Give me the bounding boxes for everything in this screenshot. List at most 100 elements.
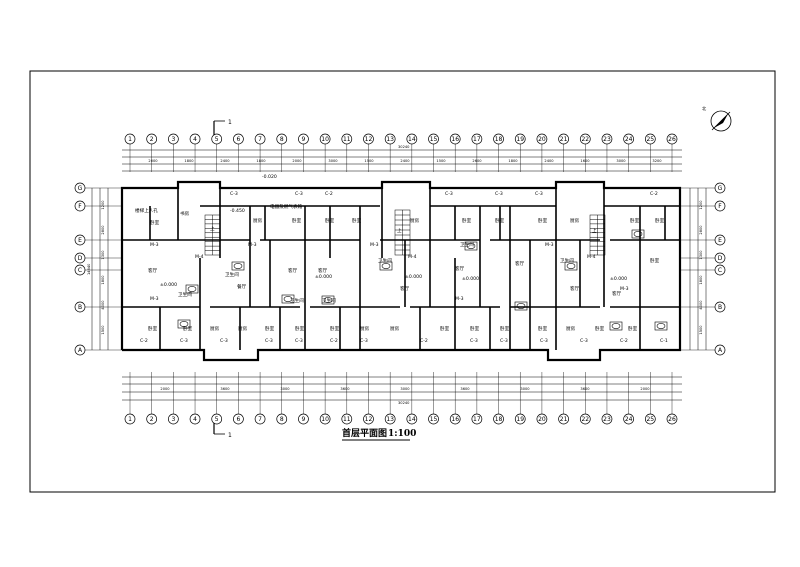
axis-label-right: C <box>718 267 722 274</box>
room-label: 卧室 <box>325 217 335 224</box>
room-label: 卧室 <box>628 325 638 332</box>
axis-bubble-25: 25 <box>644 133 656 172</box>
fixture-icon <box>654 321 668 331</box>
axis-label-bottom: 22 <box>581 416 589 423</box>
axis-bubble-8: 8 <box>276 133 288 172</box>
axis-label-top: 3 <box>171 136 175 143</box>
axis-label-bottom: 9 <box>302 416 306 423</box>
room-label: 客厅 <box>455 265 465 272</box>
axis-bubble-3: 3 <box>168 372 179 425</box>
room-label: M-3 <box>248 242 257 248</box>
room-label: C-3 <box>445 191 453 197</box>
axis-bubble-14: 14 <box>406 133 418 172</box>
room-label: C-3 <box>180 338 188 344</box>
axis-label-top: 22 <box>581 136 589 143</box>
axis-label-bottom: 16 <box>451 416 459 423</box>
room-label: 卧室 <box>150 219 160 226</box>
axis-bubble-16: 16 <box>449 372 461 425</box>
axis-label-top: 7 <box>258 136 262 143</box>
axis-label-bottom: 4 <box>193 416 197 423</box>
room-label: 厨房 <box>410 217 420 224</box>
dimension-top: 2400 <box>400 159 410 163</box>
fixture-icon <box>564 261 578 271</box>
axis-bubble-15: 15 <box>428 372 439 425</box>
axis-bubble-22: 22 <box>579 372 591 425</box>
dimension-top: 1800 <box>184 159 194 163</box>
room-label: M-3 <box>370 242 379 248</box>
axis-label-right: D <box>718 255 723 262</box>
room-label: 卫生间 <box>290 297 304 304</box>
axis-label-top: 10 <box>321 136 329 143</box>
axis-bubble-20: 20 <box>536 133 548 172</box>
axis-label-bottom: 21 <box>560 416 568 423</box>
room-label: 卧室 <box>265 325 275 332</box>
fixture-icon <box>321 295 335 305</box>
fixture-icon <box>281 294 295 304</box>
axis-label-top: 6 <box>236 136 240 143</box>
axis-label-top: 5 <box>215 136 219 143</box>
room-label: 卧室 <box>148 325 158 332</box>
axis-bubble-17: 17 <box>471 133 483 172</box>
dimension-top: 2000 <box>292 159 302 163</box>
axis-label-top: 17 <box>473 136 481 143</box>
room-label: 卧室 <box>630 217 640 224</box>
axis-bubble-13: 13 <box>384 372 396 425</box>
axis-bubble-1: 1 <box>124 372 136 425</box>
fixture-icon <box>631 229 645 239</box>
axis-label-left: B <box>78 304 82 311</box>
axis-bubble-C: C <box>74 264 122 276</box>
axis-bubble-23: 23 <box>601 372 613 425</box>
room-label: 卫生间 <box>460 241 474 248</box>
fixture-icon <box>177 319 191 329</box>
axis-label-right: F <box>718 203 722 210</box>
overall-dimension-bottom: 30240 <box>398 401 410 405</box>
axis-bubble-17: 17 <box>471 372 483 425</box>
room-label: 厨房 <box>238 325 248 332</box>
axis-label-bottom: 1 <box>128 416 132 423</box>
axis-label-left: A <box>78 347 83 354</box>
axis-bubble-24: 24 <box>623 133 634 172</box>
axis-label-top: 25 <box>646 136 654 143</box>
dimension-bottom: 3000 <box>520 387 530 391</box>
axis-bubble-11: 11 <box>341 372 353 425</box>
room-label: M-3 <box>150 242 159 248</box>
sanitary-fixtures <box>177 229 668 331</box>
axis-label-top: 26 <box>668 136 676 143</box>
room-label: 厨房 <box>570 217 580 224</box>
dimension-bottom: 2000 <box>640 387 650 391</box>
axis-label-right: E <box>718 237 722 244</box>
axis-label-bottom: 12 <box>365 416 373 423</box>
room-label: 上 <box>592 227 597 234</box>
room-label: 卧室 <box>650 257 660 264</box>
room-label: 客厅 <box>288 267 298 274</box>
section-mark-top-label: 1 <box>228 119 232 126</box>
room-label: C-3 <box>495 191 503 197</box>
room-label: C-2 <box>620 338 628 344</box>
dimension-top: 2000 <box>148 159 158 163</box>
stair-icon <box>394 209 411 256</box>
fixture-icon <box>464 241 478 251</box>
north-label: 北 <box>702 105 707 112</box>
dimension-top: 1800 <box>508 159 518 163</box>
room-label: C-3 <box>470 338 478 344</box>
room-label: C-3 <box>295 338 303 344</box>
axis-bubble-18: 18 <box>493 372 504 425</box>
room-label: M-3 <box>455 296 464 302</box>
room-label: -0.450 <box>230 208 245 214</box>
axis-label-top: 23 <box>603 136 611 143</box>
axis-label-bottom: 13 <box>386 416 394 423</box>
axis-bubble-11: 11 <box>341 133 353 172</box>
room-label: 卫生间 <box>225 271 239 278</box>
axis-label-top: 1 <box>128 136 132 143</box>
room-label: 卧室 <box>538 325 548 332</box>
axis-bubble-8: 8 <box>276 372 288 425</box>
room-label: C-2 <box>650 191 658 197</box>
room-label: 卧室 <box>440 325 450 332</box>
building-outline <box>120 180 682 362</box>
axis-label-left: D <box>78 255 83 262</box>
axis-bubble-19: 19 <box>514 372 526 425</box>
